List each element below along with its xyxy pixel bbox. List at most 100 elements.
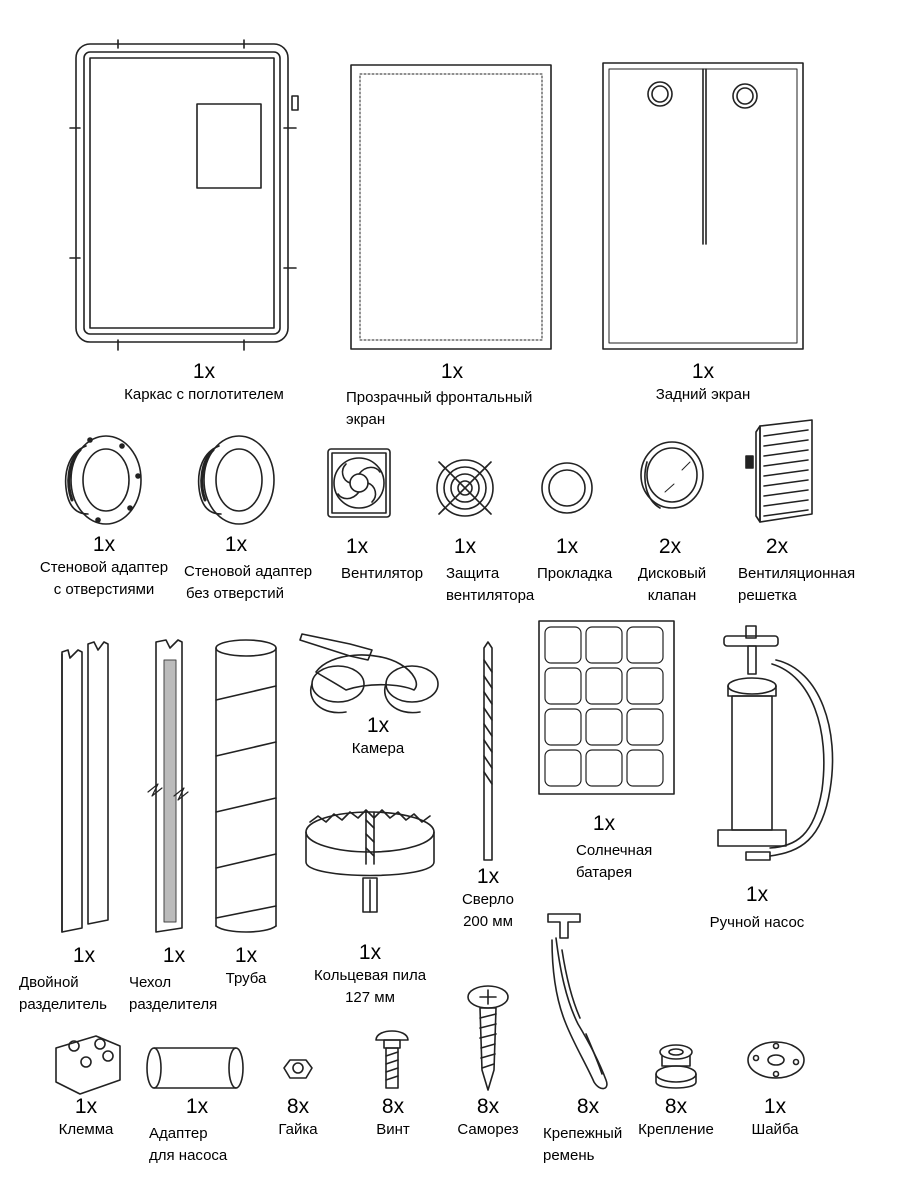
item-name: 200 мм	[463, 913, 513, 930]
item-gasket-name: Прокладка	[537, 563, 612, 585]
item-name: Саморез	[457, 1121, 519, 1138]
item-fan-guard-name: Защита вентилятора	[446, 563, 534, 607]
item-name: Стеновой адаптер	[184, 563, 313, 580]
item-name: для насоса	[149, 1147, 228, 1164]
item-strap: 8x	[577, 1095, 599, 1119]
item-fastener: 8x Крепление	[638, 1095, 714, 1141]
item-name: ремень	[543, 1147, 595, 1164]
item-vent-grille: 2x	[766, 535, 788, 559]
item-name: Солнечная	[576, 842, 653, 859]
item-name: клапан	[647, 587, 697, 604]
transparent-front-screen-icon	[350, 64, 552, 350]
quantity: 2x	[765, 535, 789, 558]
item-fan-name: Вентилятор	[341, 563, 423, 585]
item-name: Дисковый	[637, 565, 707, 582]
item-name: Задний экран	[655, 386, 751, 403]
item-name: Стеновой адаптер	[39, 559, 169, 576]
item-name: Крепление	[638, 1121, 714, 1138]
item-double-divider-name: Двойной разделитель	[19, 972, 107, 1016]
item-wall-adapter-holes: 1x Стеновой адаптер с отверстиями	[40, 533, 168, 601]
item-vent-grille-name: Вентиляционная решетка	[738, 563, 855, 607]
item-screw: 8x Винт	[376, 1095, 410, 1141]
item-divider-cover: 1x	[163, 944, 185, 968]
item-name: Крепежный	[543, 1125, 623, 1142]
item-back-screen: 1x Задний экран	[656, 360, 751, 406]
wall-adapter-with-holes-icon	[64, 435, 142, 525]
item-hand-pump: 1x Ручной насос	[710, 883, 805, 934]
item-drill-bit: 1x Сверло 200 мм	[462, 865, 514, 933]
item-strap-name: Крепежный ремень	[543, 1123, 622, 1167]
item-name: батарея	[576, 864, 633, 881]
quantity: 1x	[476, 865, 500, 888]
quantity: 1x	[592, 812, 616, 835]
back-screen-icon	[602, 62, 804, 350]
item-nut: 8x Гайка	[278, 1095, 317, 1141]
quantity: 1x	[366, 714, 390, 737]
item-name: Вентиляционная	[738, 565, 856, 582]
item-name: без отверстий	[186, 585, 284, 602]
item-solar-panel-name: Солнечная батарея	[576, 840, 652, 884]
quantity: 1x	[192, 360, 216, 383]
item-name: Кольцевая пила	[313, 967, 427, 984]
screw-icon	[375, 1030, 409, 1089]
item-name: Шайба	[751, 1121, 799, 1138]
item-gasket: 1x	[556, 535, 578, 559]
hole-saw-icon	[305, 809, 435, 913]
hand-pump-icon	[717, 625, 834, 861]
quantity: 8x	[286, 1095, 310, 1118]
item-pump-adapter-name: Адаптер для насоса	[149, 1123, 227, 1167]
quantity: 1x	[440, 360, 464, 383]
item-wall-adapter-solid-name: Стеновой адаптер без отверстий	[184, 561, 312, 605]
quantity: 1x	[185, 1095, 209, 1118]
item-fan-guard: 1x	[454, 535, 476, 559]
quantity: 8x	[381, 1095, 405, 1118]
item-name: Камера	[351, 740, 405, 757]
drill-bit-icon	[483, 641, 493, 861]
item-name: с отверстиями	[53, 581, 155, 598]
tube-icon	[215, 639, 277, 933]
item-fan: 1x	[346, 535, 368, 559]
quantity: 1x	[691, 360, 715, 383]
pump-adapter-icon	[146, 1047, 244, 1089]
item-name: 127 мм	[345, 989, 395, 1006]
quantity: 1x	[234, 944, 258, 967]
item-self-tapping-screw: 8x Саморез	[457, 1095, 518, 1141]
double-divider-icon	[61, 641, 109, 933]
item-front-screen: 1x	[441, 360, 463, 384]
item-tube: 1x Труба	[226, 944, 267, 990]
item-name: Сверло	[461, 891, 515, 908]
item-name: Прокладка	[537, 565, 613, 582]
item-name: Винт	[376, 1121, 410, 1138]
item-name: Каркас с поглотителем	[124, 386, 284, 403]
item-disc-valve-name: Дисковый клапан	[631, 563, 713, 607]
item-name: разделитель	[19, 996, 107, 1013]
solar-panel-icon	[538, 620, 675, 795]
item-disc-valve: 2x	[659, 535, 681, 559]
quantity: 1x	[345, 535, 369, 558]
quantity: 1x	[74, 1095, 98, 1118]
item-terminal: 1x Клемма	[59, 1095, 114, 1141]
quantity: 8x	[664, 1095, 688, 1118]
quantity: 1x	[92, 533, 116, 556]
item-name: Двойной	[19, 974, 79, 991]
item-divider-cover-name: Чехол разделителя	[129, 972, 217, 1016]
item-washer: 1x Шайба	[751, 1095, 798, 1141]
item-name: Ручной насос	[709, 914, 805, 931]
quantity: 1x	[453, 535, 477, 558]
quantity: 1x	[358, 941, 382, 964]
item-hole-saw: 1x Кольцевая пила 127 мм	[314, 941, 426, 1009]
item-name: Чехол	[129, 974, 172, 991]
item-name: экран	[346, 411, 386, 428]
item-name: Вентилятор	[341, 565, 424, 582]
item-front-screen-name: Прозрачный фронтальный экран	[346, 387, 532, 431]
fastening-strap-icon	[547, 913, 608, 1090]
nut-icon	[283, 1059, 313, 1079]
quantity: 1x	[162, 944, 186, 967]
frame-with-absorber-icon	[69, 39, 299, 351]
item-name: вентилятора	[446, 587, 535, 604]
item-name: Прозрачный фронтальный	[346, 389, 533, 406]
quantity: 1x	[763, 1095, 787, 1118]
item-name: Адаптер	[149, 1125, 208, 1142]
item-solar-panel: 1x	[593, 812, 615, 836]
item-wall-adapter-solid: 1x	[225, 533, 247, 557]
